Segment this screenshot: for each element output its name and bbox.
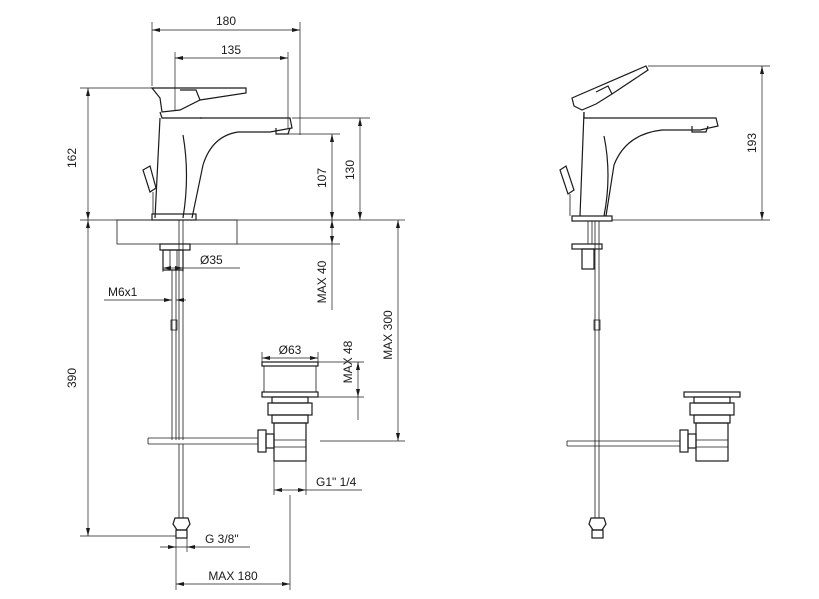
countertop-section [80,219,395,245]
front-elevation-view: 180 135 162 107 [65,14,405,590]
dimension-390: 390 [65,220,176,537]
dim-label-max-48: MAX 48 [341,340,355,383]
dim-label-390: 390 [65,368,79,388]
dimension-107: 107 [288,133,340,220]
dimension-dia-35: Ø35 [162,253,240,272]
dimension-180: 180 [151,14,301,135]
dimension-dia-63: Ø63 [261,343,319,362]
dimension-max-48: MAX 48 [318,340,364,420]
dimension-130: 130 [292,117,370,220]
faucet-body [142,87,293,221]
dimension-g1-quarter: G1" 1/4 [273,461,362,495]
dim-label-max-180: MAX 180 [208,569,258,583]
dim-label-m6x1: M6x1 [108,285,138,299]
dim-label-180: 180 [216,14,236,28]
dimension-max-300: MAX 300 [320,219,405,442]
dimension-135: 135 [174,43,289,128]
dimension-162: 162 [65,87,152,220]
dim-label-193: 193 [745,133,759,153]
dim-label-max-300: MAX 300 [381,310,395,360]
dim-label-dia-63: Ø63 [279,343,302,357]
pop-up-drain-side [679,391,741,462]
dim-label-max-40: MAX 40 [315,260,329,303]
dim-label-g-three-eighths: G 3/8" [205,532,239,546]
dimension-m6x1: M6x1 [104,285,186,302]
hose-connector-side [588,517,607,539]
dimension-max-40: MAX 40 [237,220,340,310]
dim-label-g1-quarter: G1" 1/4 [316,475,357,489]
dim-label-130: 130 [343,160,357,180]
dimension-193: 193 [612,65,770,221]
faucet-body-side [559,65,719,222]
side-elevation-view: 193 [559,65,770,539]
dimension-g-three-eighths: G 3/8" [160,532,250,552]
pop-up-rod [147,220,258,518]
dim-label-135: 135 [221,43,241,57]
pop-up-drain [257,361,319,462]
hose-connector [172,517,191,539]
dim-label-107: 107 [315,168,329,188]
mounting-shank [159,243,191,300]
dim-label-dia-35: Ø35 [200,253,223,267]
dim-label-162: 162 [65,148,79,168]
shank-side [566,221,680,518]
dimension-max-180: MAX 180 [175,495,291,590]
